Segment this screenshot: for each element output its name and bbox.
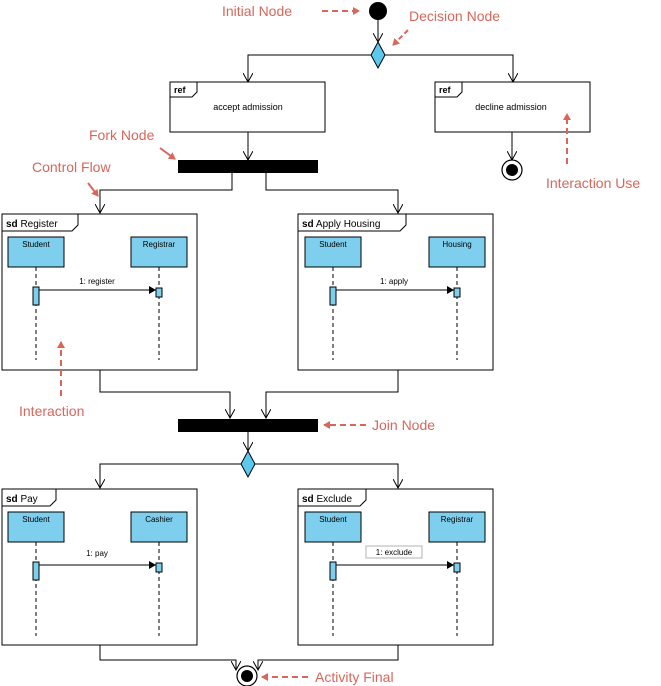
ref-keyword: ref xyxy=(439,85,452,95)
annotation-initial-node: Initial Node xyxy=(222,3,292,19)
svg-text:sd Pay: sd Pay xyxy=(6,494,38,505)
control-flow-to-decline xyxy=(385,54,513,82)
activation-bar xyxy=(453,287,461,298)
frame-keyword: sd xyxy=(302,494,314,505)
lifeline-label: Registrar xyxy=(143,240,176,249)
activity-final-node-2 xyxy=(236,665,258,686)
frame-title: Register xyxy=(20,219,58,230)
svg-text:sd Exclude: sd Exclude xyxy=(302,494,352,505)
lifeline-label: Student xyxy=(319,240,347,249)
activation-bar xyxy=(155,562,163,573)
lifeline-head-housing xyxy=(428,236,486,268)
join-node xyxy=(178,419,318,432)
frame-keyword: sd xyxy=(302,219,314,230)
lifeline-label: Housing xyxy=(442,240,471,249)
frame-keyword: sd xyxy=(6,494,18,505)
interaction-apply-housing: sd Apply Housing Student Housing 1: appl… xyxy=(297,213,494,371)
decision-node-2 xyxy=(240,449,256,479)
annotation-interaction-use: Interaction Use xyxy=(546,175,640,191)
message-label: 1: exclude xyxy=(376,548,413,557)
ref-decline-admission: ref decline admission xyxy=(434,81,591,133)
annotation-fork-node: Fork Node xyxy=(89,127,155,143)
control-flow-decision-pay xyxy=(100,463,241,488)
lifeline-label: Student xyxy=(22,515,50,524)
control-flow-decision-exclude xyxy=(255,463,398,488)
annotation-join-node: Join Node xyxy=(372,417,435,433)
control-flow-to-accept xyxy=(248,54,371,82)
control-flow-fork-register xyxy=(100,173,233,213)
annotation-arrow xyxy=(159,147,176,160)
activation-bar xyxy=(32,561,40,581)
interaction-register: sd Register Student Registrar 1: registe… xyxy=(1,213,198,371)
message-label: 1: apply xyxy=(380,277,408,286)
activation-bar xyxy=(329,286,337,306)
control-flow-fork-housing xyxy=(265,173,398,213)
ref-keyword: ref xyxy=(174,85,187,95)
lifeline-head-cashier xyxy=(130,511,188,543)
annotation-activity-final: Activity Final xyxy=(315,669,394,685)
control-flow-exclude-final xyxy=(258,645,399,670)
svg-text:sd Apply Housing: sd Apply Housing xyxy=(302,219,380,230)
activation-bar xyxy=(32,286,40,306)
frame-title: Apply Housing xyxy=(316,219,380,230)
message-label: 1: register xyxy=(79,277,115,286)
lifeline-label: Registrar xyxy=(441,515,474,524)
frame-title: Pay xyxy=(20,494,37,505)
activity-final-node-1 xyxy=(501,159,523,181)
activation-bar xyxy=(453,562,461,573)
interaction-exclude: sd Exclude Student Registrar 1: exclude xyxy=(297,488,494,646)
ref-accept-admission: ref accept admission xyxy=(169,81,326,133)
message-label-box xyxy=(365,545,423,559)
lifeline-label: Student xyxy=(22,240,50,249)
lifeline-head-registrar xyxy=(130,236,188,268)
control-flow-pay-final xyxy=(99,645,236,670)
control-flow-housing-join xyxy=(266,370,399,418)
initial-node xyxy=(369,2,387,20)
lifeline-head-student xyxy=(7,511,65,543)
annotation-decision-node: Decision Node xyxy=(409,8,500,24)
message-label: 1: pay xyxy=(86,549,108,558)
activation-bar xyxy=(329,561,337,581)
lifeline-label: Cashier xyxy=(145,515,173,524)
decision-node-1 xyxy=(370,40,386,70)
frame-keyword: sd xyxy=(6,219,18,230)
fork-node xyxy=(178,160,318,173)
ref-label: decline admission xyxy=(475,102,547,112)
annotation-arrow xyxy=(392,29,409,46)
annotation-arrow xyxy=(87,182,99,197)
annotation-interaction: Interaction xyxy=(19,403,84,419)
control-flow-register-join xyxy=(99,370,230,418)
lifeline-head-student xyxy=(304,236,362,268)
lifeline-label: Student xyxy=(319,515,347,524)
frame-title: Exclude xyxy=(316,494,352,505)
activation-bar xyxy=(155,287,163,298)
interaction-pay: sd Pay Student Cashier 1: pay xyxy=(1,488,198,646)
ref-label: accept admission xyxy=(213,102,283,112)
annotation-control-flow: Control Flow xyxy=(32,159,111,175)
svg-text:sd Register: sd Register xyxy=(6,219,58,230)
